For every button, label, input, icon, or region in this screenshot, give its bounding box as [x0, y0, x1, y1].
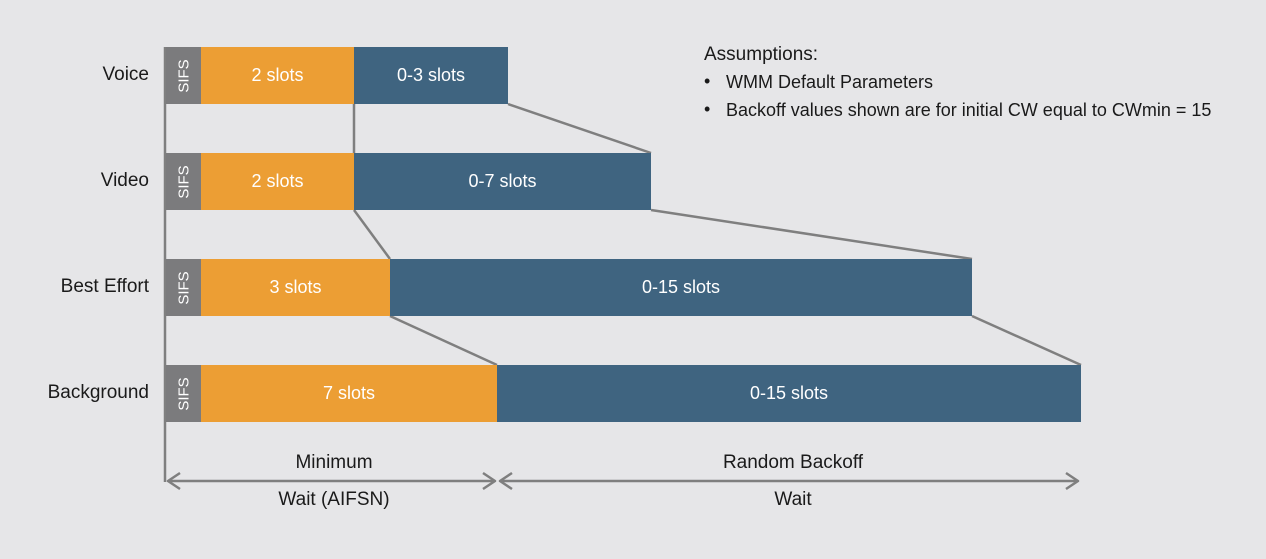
random-backoff-label-bottom: Wait: [774, 489, 812, 510]
aifs-block-video: 2 slots: [201, 153, 354, 210]
backoff-connector-voice-video: [507, 102, 652, 155]
minimum-wait-arrowhead-left: [166, 471, 181, 491]
random-backoff-label-top: Random Backoff: [722, 452, 864, 473]
backoff-block-voice: 0-3 slots: [354, 47, 508, 104]
sifs-block-best-effort: SIFS: [166, 259, 202, 316]
backoff-block-background: 0-15 slots: [497, 365, 1081, 422]
sifs-label: SIFS: [175, 270, 193, 305]
aifs-block-best-effort: 3 slots: [201, 259, 390, 316]
category-label-background: Background: [47, 382, 149, 403]
aifs-block-voice: 2 slots: [201, 47, 354, 104]
minimum-wait-label-top: Minimum: [295, 452, 373, 473]
backoff-connector-video-best-effort: [650, 208, 973, 261]
assumption-item: WMM Default Parameters: [704, 71, 1211, 93]
assumptions-box: Assumptions: WMM Default Parameters Back…: [704, 44, 1211, 128]
category-label-video: Video: [100, 170, 149, 191]
random-backoff-arrowhead-left: [498, 471, 513, 491]
backoff-block-video: 0-7 slots: [354, 153, 651, 210]
category-label-voice: Voice: [102, 64, 149, 85]
assumptions-list: WMM Default Parameters Backoff values sh…: [704, 71, 1211, 121]
minimum-wait-label-bottom: Wait (AIFSN): [278, 489, 390, 510]
backoff-block-best-effort: 0-15 slots: [390, 259, 972, 316]
category-label-best-effort: Best Effort: [60, 276, 149, 297]
assumptions-title: Assumptions:: [704, 44, 819, 65]
sifs-label: SIFS: [175, 376, 193, 411]
backoff-connector-best-effort-background: [971, 314, 1082, 367]
sifs-block-video: SIFS: [166, 153, 202, 210]
sifs-label: SIFS: [175, 164, 193, 199]
sifs-label: SIFS: [175, 58, 193, 93]
aifs-connector-video-best-effort: [352, 209, 392, 260]
sifs-block-background: SIFS: [166, 365, 202, 422]
minimum-wait-arrowhead-right: [482, 471, 497, 491]
aifs-connector-best-effort-background: [389, 314, 498, 367]
sifs-block-voice: SIFS: [166, 47, 202, 104]
aifs-block-background: 7 slots: [201, 365, 497, 422]
assumption-item: Backoff values shown are for initial CW …: [704, 99, 1211, 121]
random-backoff-arrowhead-right: [1065, 471, 1080, 491]
